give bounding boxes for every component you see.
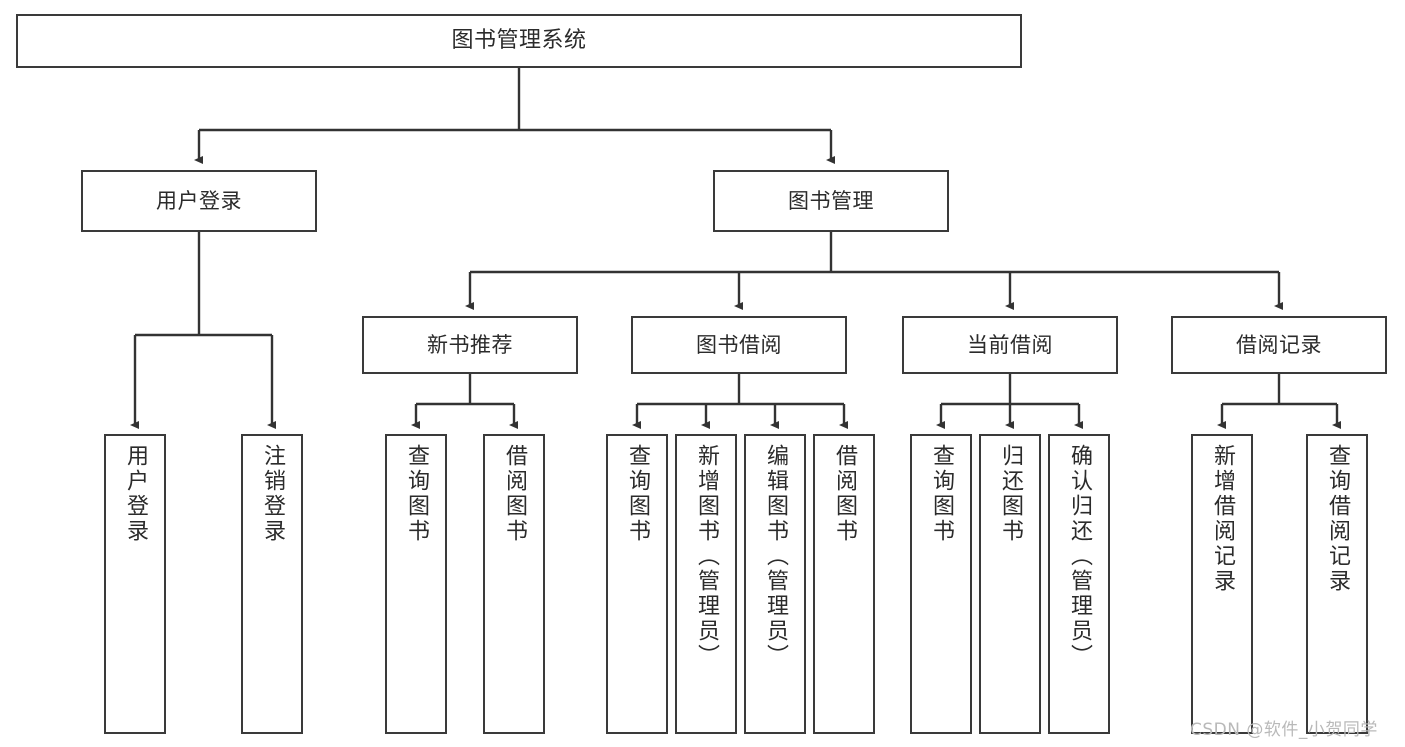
node-label: 用户登录 xyxy=(156,188,242,213)
node-book-borrow[interactable]: 图书借阅 xyxy=(631,316,847,374)
node-label: 查询图书 xyxy=(625,444,650,544)
leaf-query-book-borrow[interactable]: 查询图书 xyxy=(606,434,668,734)
leaf-query-book-recommend[interactable]: 查询图书 xyxy=(385,434,447,734)
leaf-query-borrow-record[interactable]: 查询借阅记录 xyxy=(1306,434,1368,734)
node-root-system[interactable]: 图书管理系统 xyxy=(16,14,1022,68)
csdn-watermark: CSDN @软件_小贺同学 xyxy=(1190,720,1378,740)
leaf-query-book-current[interactable]: 查询图书 xyxy=(910,434,972,734)
node-label: 当前借阅 xyxy=(967,332,1053,357)
leaf-user-login[interactable]: 用户登录 xyxy=(104,434,166,734)
node-label: 注销登录 xyxy=(260,444,285,544)
node-user-login[interactable]: 用户登录 xyxy=(81,170,317,232)
leaf-add-borrow-record[interactable]: 新增借阅记录 xyxy=(1191,434,1253,734)
node-label: 用户登录 xyxy=(123,444,148,544)
node-new-book-recommend[interactable]: 新书推荐 xyxy=(362,316,578,374)
node-label: 借阅图书 xyxy=(502,444,527,544)
node-label: 新书推荐 xyxy=(427,332,513,357)
node-label: 查询借阅记录 xyxy=(1325,444,1350,594)
node-label: 归还图书 xyxy=(998,444,1023,544)
node-label: 图书借阅 xyxy=(696,332,782,357)
leaf-logout-login[interactable]: 注销登录 xyxy=(241,434,303,734)
node-label: 查询图书 xyxy=(929,444,954,544)
node-label: 新增借阅记录 xyxy=(1210,444,1235,594)
leaf-return-book[interactable]: 归还图书 xyxy=(979,434,1041,734)
leaf-edit-book-admin[interactable]: 编辑图书（管理员） xyxy=(744,434,806,734)
node-label: 编辑图书（管理员） xyxy=(763,444,788,669)
leaf-borrow-book[interactable]: 借阅图书 xyxy=(813,434,875,734)
node-label: 查询图书 xyxy=(404,444,429,544)
node-label: 图书管理系统 xyxy=(451,28,587,54)
node-borrow-record[interactable]: 借阅记录 xyxy=(1171,316,1387,374)
node-label: 确认归还（管理员） xyxy=(1067,444,1092,669)
leaf-borrow-book-recommend[interactable]: 借阅图书 xyxy=(483,434,545,734)
leaf-add-book-admin[interactable]: 新增图书（管理员） xyxy=(675,434,737,734)
node-label: 借阅图书 xyxy=(832,444,857,544)
node-book-management[interactable]: 图书管理 xyxy=(713,170,949,232)
node-label: 借阅记录 xyxy=(1236,332,1322,357)
node-label: 图书管理 xyxy=(788,188,874,213)
node-current-borrow[interactable]: 当前借阅 xyxy=(902,316,1118,374)
node-label: 新增图书（管理员） xyxy=(694,444,719,669)
leaf-confirm-return-admin[interactable]: 确认归还（管理员） xyxy=(1048,434,1110,734)
